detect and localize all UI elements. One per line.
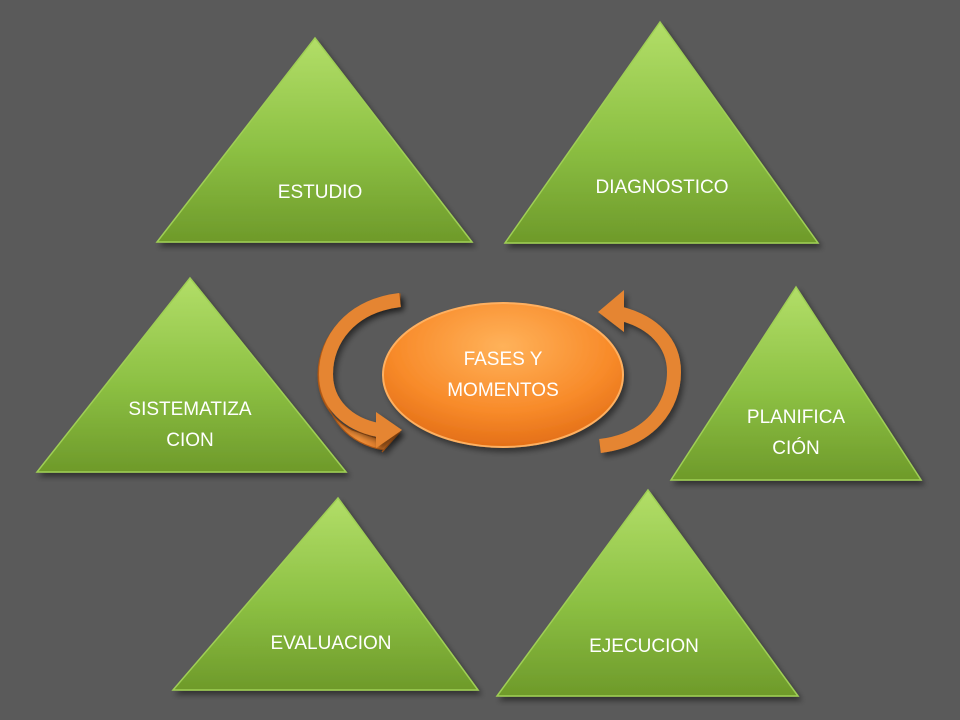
phase-estudio-label: ESTUDIO — [278, 182, 362, 203]
center-node: FASES Y MOMENTOS — [382, 302, 624, 448]
cycle-arrow-left-shape — [318, 293, 402, 448]
phase-ejecucion: EJECUCION — [495, 488, 800, 697]
phase-sistematizacion-label-2: CION — [166, 430, 214, 451]
phase-diagnostico: DIAGNOSTICO — [503, 20, 820, 244]
center-label-1: FASES Y — [464, 349, 543, 370]
phase-evaluacion-label: EVALUACION — [270, 633, 391, 654]
phase-planificacion-label-2: CIÓN — [772, 437, 820, 459]
phase-sistematizacion: SISTEMATIZA CION — [35, 276, 348, 473]
phase-estudio: ESTUDIO — [155, 36, 474, 243]
cycle-arrow-right-shape — [598, 290, 682, 453]
phase-planificacion: PLANIFICA CIÓN — [669, 285, 923, 481]
phase-ejecucion-label: EJECUCION — [589, 636, 699, 657]
phase-evaluacion: EVALUACION — [171, 496, 480, 691]
phase-planificacion-label-1: PLANIFICA — [747, 407, 846, 428]
center-label-2: MOMENTOS — [447, 380, 559, 401]
phase-sistematizacion-label-1: SISTEMATIZA — [128, 399, 251, 420]
phase-diagnostico-label: DIAGNOSTICO — [595, 177, 728, 198]
